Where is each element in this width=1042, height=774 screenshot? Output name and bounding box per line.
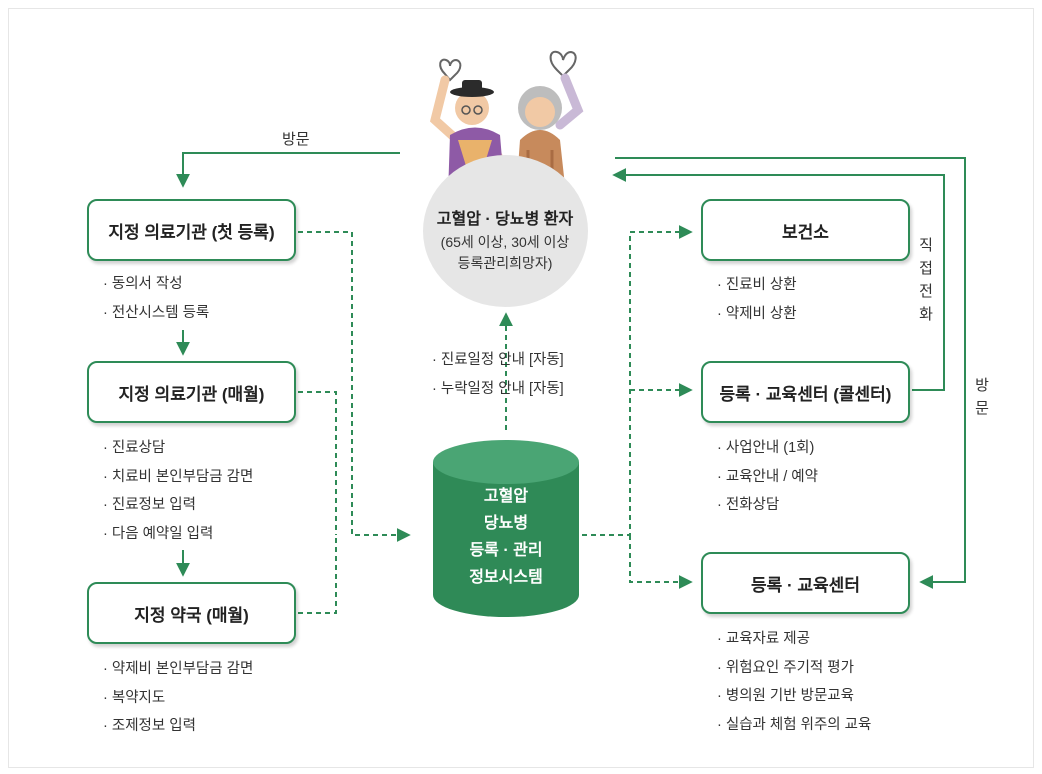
list-item: 동의서 작성	[103, 270, 209, 299]
database-cylinder	[433, 440, 579, 617]
box-health-center: 보건소	[701, 199, 910, 261]
database-label-line: 당뇨병	[483, 515, 529, 532]
list-item: 다음 예약일 입력	[103, 520, 253, 549]
list-item: 진료상담	[103, 434, 253, 463]
label-char: 접	[919, 260, 933, 277]
list-item: 치료비 본인부담금 감면	[103, 463, 253, 492]
label-char: 직	[919, 237, 933, 254]
label-char: 방	[975, 377, 989, 394]
heart-icon	[439, 58, 462, 82]
list-item: 약제비 본인부담금 감면	[103, 655, 253, 684]
bullets-monthly: 진료상담 치료비 본인부담금 감면 진료정보 입력 다음 예약일 입력	[103, 434, 253, 548]
dashed-first-to-db	[298, 231, 411, 542]
list-item: 조제정보 입력	[103, 712, 253, 741]
patient-sub-line: (65세 이상, 30세 이상	[440, 234, 570, 250]
list-item: 교육안내 / 예약	[717, 463, 818, 492]
visit-arrow-left	[176, 152, 400, 188]
database-label-line: 고혈압	[483, 488, 529, 505]
direct-call-label: 직 접 전 화	[917, 234, 935, 326]
patient-circle	[423, 155, 588, 307]
label-char: 문	[975, 400, 989, 417]
notice-item: 누락일정 안내 [자동]	[432, 375, 564, 404]
list-item: 전산시스템 등록	[103, 299, 209, 328]
bullets-pharmacy: 약제비 본인부담금 감면 복약지도 조제정보 입력	[103, 655, 253, 741]
patient-title: 고혈압 · 당뇨병 환자	[436, 211, 574, 228]
dashed-pharmacy-to-db	[298, 535, 337, 614]
notices: 진료일정 안내 [자동] 누락일정 안내 [자동]	[432, 346, 564, 403]
patient-subtitle: (65세 이상, 30세 이상 등록관리희망자)	[395, 232, 615, 274]
dashed-db-to-right	[582, 225, 693, 536]
list-item: 위험요인 주기적 평가	[717, 654, 871, 683]
list-item: 진료정보 입력	[103, 491, 253, 520]
direct-call-arrow	[612, 168, 945, 391]
box-designated-clinic-first: 지정 의료기관 (첫 등록)	[87, 199, 296, 261]
visit-label-right: 방 문	[973, 374, 991, 420]
bullets-call-center: 사업안내 (1회) 교육안내 / 예약 전화상담	[717, 434, 818, 520]
database-label-line: 등록 · 관리	[469, 542, 543, 559]
diagram-frame	[8, 8, 1034, 768]
bullets-health-center: 진료비 상환 약제비 상환	[717, 271, 797, 328]
list-item: 진료비 상환	[717, 271, 797, 300]
label-char: 전	[919, 283, 933, 300]
dashed-to-edu-center	[629, 535, 693, 589]
visit-arrow-right	[615, 157, 966, 589]
database-label-line: 정보시스템	[469, 569, 543, 586]
dashed-monthly-to-db	[298, 391, 337, 535]
database-label: 고혈압 당뇨병 등록 · 관리 정보시스템	[431, 483, 581, 591]
list-item: 사업안내 (1회)	[717, 434, 818, 463]
label-char: 화	[919, 306, 933, 323]
list-item: 병의원 기반 방문교육	[717, 682, 871, 711]
list-item: 복약지도	[103, 684, 253, 713]
bullets-first: 동의서 작성 전산시스템 등록	[103, 270, 209, 327]
visit-label-top: 방문	[282, 131, 310, 148]
heart-icon	[549, 50, 577, 78]
list-item: 전화상담	[717, 491, 818, 520]
list-item: 교육자료 제공	[717, 625, 871, 654]
box-designated-pharmacy: 지정 약국 (매월)	[87, 582, 296, 644]
bullets-education-center: 교육자료 제공 위험요인 주기적 평가 병의원 기반 방문교육 실습과 체험 위…	[717, 625, 872, 740]
box-call-center: 등록 · 교육센터 (콜센터)	[701, 361, 910, 423]
box-designated-clinic-monthly: 지정 의료기관 (매월)	[87, 361, 296, 423]
list-item: 약제비 상환	[717, 300, 797, 329]
patient-sub-line: 등록관리희망자)	[457, 255, 553, 271]
notice-item: 진료일정 안내 [자동]	[432, 346, 564, 375]
box-education-center: 등록 · 교육센터	[701, 552, 910, 614]
list-item: 실습과 체험 위주의 교육	[717, 711, 872, 740]
